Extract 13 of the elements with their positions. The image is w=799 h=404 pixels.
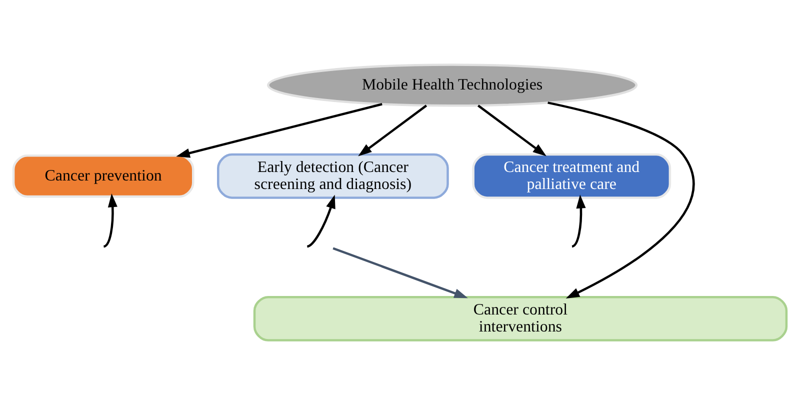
arrow xyxy=(477,104,546,156)
arrow xyxy=(332,246,468,298)
node-box: Early detection (Cancer screening and diagnosis) xyxy=(216,152,448,198)
node-ellipse: Mobile Health Technologies xyxy=(266,63,638,106)
arrow xyxy=(176,102,382,158)
node-box: Cancer treatment and palliative care xyxy=(472,152,671,198)
arrow xyxy=(571,194,586,248)
node-box: Cancer control interventions xyxy=(252,295,788,341)
arrow xyxy=(547,101,694,298)
arrow xyxy=(306,194,335,248)
arrow xyxy=(358,104,427,156)
node-box: Cancer prevention xyxy=(12,154,194,198)
arrow xyxy=(102,193,117,248)
